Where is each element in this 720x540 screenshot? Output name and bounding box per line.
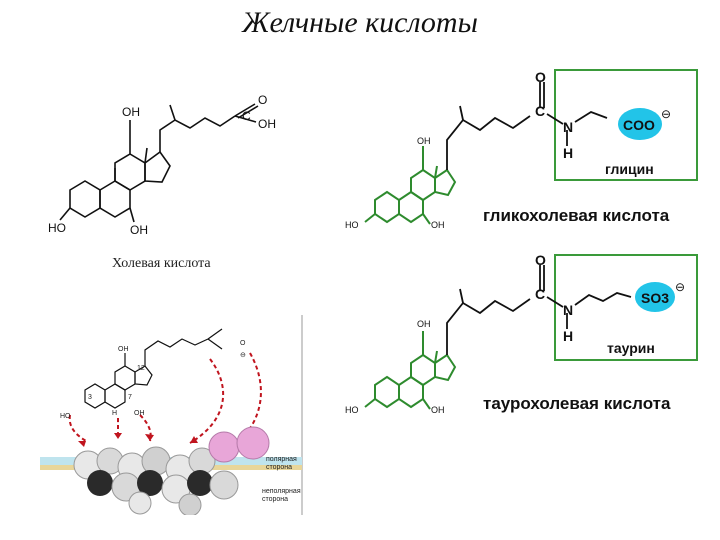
model-h: H [112, 410, 117, 417]
cholic-acid-oh-label: OH [258, 117, 276, 131]
cholic-oh-label: OH [130, 223, 148, 237]
model-oh7: OH [134, 410, 145, 417]
tauro-h-label: H [563, 328, 573, 344]
taurine-label: таурин [607, 340, 655, 356]
glyco-c-label: C [535, 103, 545, 119]
taurocholic-acid-structure: O C N H SO3 ⊖ таурин OH HO OH таурохолев… [345, 252, 698, 415]
tauro-oh-top: OH [417, 319, 431, 329]
model-charge: ⊖ [240, 352, 246, 359]
cholic-c-label: C [242, 109, 251, 123]
taurine-box [554, 254, 698, 361]
cholic-acid-structure: HO OH OH O C OH [48, 93, 276, 237]
cholic-o-label: O [258, 93, 267, 107]
glyco-h-label: H [563, 145, 573, 161]
tauro-ho: HO [345, 405, 359, 415]
nonpolar-side-label-1: неполярная [262, 488, 301, 495]
glycocholic-acid-structure: O C N H COO ⊖ глицин OH HO OH гликохолев… [345, 69, 698, 230]
glyco-oh: OH [431, 220, 445, 230]
polar-side-label-1: полярная [266, 456, 297, 463]
tauro-c-label: C [535, 286, 545, 302]
cyan-blob [635, 282, 675, 312]
glyco-ho: HO [345, 220, 359, 230]
model-ho: HO [60, 413, 71, 420]
glyco-group-label: COO [623, 117, 655, 133]
glycine-label: глицин [605, 161, 654, 177]
polar-side-label-2: сторона [266, 464, 292, 471]
cholic-oh-top-label: OH [122, 105, 140, 119]
model-n12: 12 [137, 365, 145, 372]
glycocholic-name: гликохолевая кислота [483, 206, 670, 225]
model-n3: 3 [88, 394, 92, 401]
tauro-oh: OH [431, 405, 445, 415]
molecular-model-figure: O ⊖ OH 12 3 7 HO H OH полярная сторона н… [40, 315, 303, 515]
cholic-ho-label: HO [48, 221, 66, 235]
glyco-o-label: O [535, 69, 546, 85]
cyan-blob [618, 108, 662, 140]
tauro-n-label: N [563, 302, 573, 318]
model-o-label: O [240, 340, 246, 347]
nonpolar-side-label-2: сторона [262, 496, 288, 503]
model-n7: 7 [128, 394, 132, 401]
cholic-acid-caption: Холевая кислота [112, 256, 211, 271]
tauro-o-label: O [535, 252, 546, 268]
taurocholic-name: таурохолевая кислота [483, 394, 671, 413]
model-oh-top: OH [118, 346, 129, 353]
tauro-group-label: SO3 [641, 290, 669, 306]
page-title: Желчные кислоты [242, 6, 478, 39]
glyco-n-label: N [563, 119, 573, 135]
tauro-charge: ⊖ [675, 280, 685, 294]
glycine-box [554, 69, 698, 181]
glyco-oh-top: OH [417, 136, 431, 146]
glyco-charge: ⊖ [661, 107, 671, 121]
